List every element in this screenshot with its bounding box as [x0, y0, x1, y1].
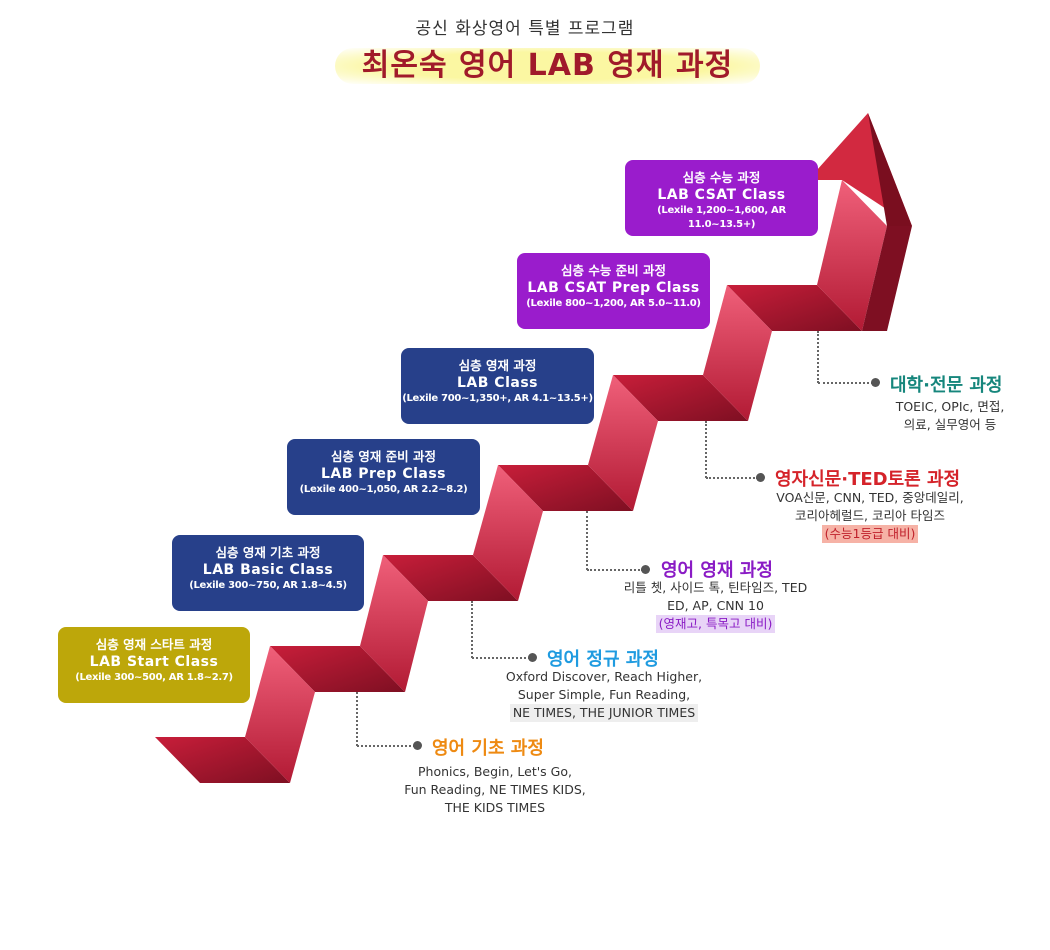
connector-line: [818, 382, 873, 384]
desc-line: NE TIMES, THE JUNIOR TIMES: [494, 704, 714, 722]
class-range: (Lexile 300~500, AR 1.8~2.7): [75, 672, 233, 683]
connector-line: [705, 421, 707, 478]
class-title: 심층 영재 스타트 과정: [95, 637, 213, 652]
connector-line: [357, 745, 415, 747]
class-name: LAB Basic Class: [202, 562, 334, 578]
class-box-prep: 심층 영재 준비 과정 LAB Prep Class (Lexile 400~1…: [287, 439, 480, 515]
class-title: 심층 수능 과정: [682, 170, 761, 185]
class-title: 심층 영재 과정: [458, 358, 537, 373]
desc-line: Oxford Discover, Reach Higher,: [505, 669, 703, 684]
desc-line: 의료, 실무영어 등: [903, 417, 997, 432]
class-name: LAB Start Class: [89, 654, 219, 670]
course-desc-ted: VOA신문, CNN, TED, 중앙데일리, 코리아헤럴드, 코리아 타임즈 …: [750, 489, 990, 543]
desc-line: 코리아헤럴드, 코리아 타임즈: [795, 508, 945, 523]
course-desc-basic: Phonics, Begin, Let's Go, Fun Reading, N…: [385, 763, 605, 817]
desc-line: VOA신문, CNN, TED, 중앙데일리,: [776, 490, 964, 505]
desc-line: Phonics, Begin, Let's Go,: [418, 764, 572, 779]
desc-line: 리틀 쳇, 사이드 톡, 틴타임즈, TED: [623, 580, 808, 595]
desc-line: THE KIDS TIMES: [444, 800, 546, 815]
class-range: (Lexile 1,200~1,600, AR 11.0~13.5+): [657, 205, 786, 230]
class-box-basic: 심층 영재 기초 과정 LAB Basic Class (Lexile 300~…: [172, 535, 364, 611]
class-title: 심층 수능 준비 과정: [560, 263, 667, 278]
bullet-dot: [528, 653, 537, 662]
class-box-start: 심층 영재 스타트 과정 LAB Start Class (Lexile 300…: [58, 627, 250, 703]
stair-riser-1: [245, 646, 315, 783]
connector-line: [471, 601, 473, 658]
bullet-dot: [756, 473, 765, 482]
connector-line: [472, 657, 530, 659]
program-subtitle: 공신 화상영어 특별 프로그램: [415, 19, 635, 39]
course-desc-gifted: 리틀 쳇, 사이드 톡, 틴타임즈, TED ED, AP, CNN 10 (영…: [603, 579, 828, 633]
course-name-regular: 영어 정규 과정: [547, 649, 659, 670]
bullet-dot: [641, 565, 650, 574]
connector-line: [817, 331, 819, 383]
class-name: LAB CSAT Prep Class: [527, 280, 700, 296]
course-name-gifted: 영어 영재 과정: [661, 560, 773, 581]
desc-line: (수능1등급 대비): [750, 525, 990, 543]
course-desc-regular: Oxford Discover, Reach Higher, Super Sim…: [494, 668, 714, 722]
class-box-csat-prep: 심층 수능 준비 과정 LAB CSAT Prep Class (Lexile …: [517, 253, 710, 329]
arrow-head-side: [868, 113, 912, 226]
desc-highlight: NE TIMES, THE JUNIOR TIMES: [509, 704, 699, 722]
class-name: LAB Class: [457, 375, 538, 391]
connector-line: [706, 477, 758, 479]
course-name-basic: 영어 기초 과정: [432, 738, 544, 759]
arrow-shaft: [817, 180, 887, 331]
connector-line: [356, 692, 358, 746]
title-banner: 최온숙 영어 LAB 영재 과정: [335, 44, 760, 88]
stair-riser-4: [588, 375, 658, 511]
course-name-university: 대학·전문 과정: [890, 375, 1003, 396]
class-range: (Lexile 700~1,350+, AR 4.1~13.5+): [402, 393, 593, 404]
desc-line: ED, AP, CNN 10: [667, 598, 764, 613]
class-title: 심층 영재 기초 과정: [215, 545, 321, 560]
class-name: LAB CSAT Class: [657, 187, 786, 203]
connector-line: [587, 569, 643, 571]
class-box-lab: 심층 영재 과정 LAB Class (Lexile 700~1,350+, A…: [401, 348, 594, 424]
course-tag: (영재고, 특목고 대비): [655, 615, 776, 633]
connector-line: [586, 511, 588, 570]
class-range: (Lexile 800~1,200, AR 5.0~11.0): [526, 298, 701, 309]
bullet-dot: [871, 378, 880, 387]
page-title: 최온숙 영어 LAB 영재 과정: [361, 48, 734, 83]
arrow-side: [862, 226, 912, 331]
title-highlight: [335, 48, 760, 84]
stair-riser-2: [360, 555, 428, 692]
class-box-csat: 심층 수능 과정 LAB CSAT Class (Lexile 1,200~1,…: [625, 160, 818, 236]
class-title: 심층 영재 준비 과정: [330, 449, 437, 464]
desc-line: Super Simple, Fun Reading,: [517, 687, 691, 702]
desc-line: Fun Reading, NE TIMES KIDS,: [404, 782, 586, 797]
class-range: (Lexile 300~750, AR 1.8~4.5): [189, 580, 347, 591]
stair-riser-5: [703, 285, 772, 421]
course-desc-university: TOEIC, OPIc, 면접, 의료, 실무영어 등: [870, 398, 1030, 434]
bullet-dot: [413, 741, 422, 750]
class-range: (Lexile 400~1,050, AR 2.2~8.2): [299, 484, 468, 495]
course-tag: (수능1등급 대비): [821, 525, 919, 543]
class-name: LAB Prep Class: [320, 466, 447, 482]
stair-riser-3: [473, 465, 543, 601]
course-name-ted: 영자신문·TED토론 과정: [775, 469, 961, 490]
desc-line: TOEIC, OPIc, 면접,: [895, 399, 1005, 414]
desc-line: (영재고, 특목고 대비): [603, 615, 828, 633]
